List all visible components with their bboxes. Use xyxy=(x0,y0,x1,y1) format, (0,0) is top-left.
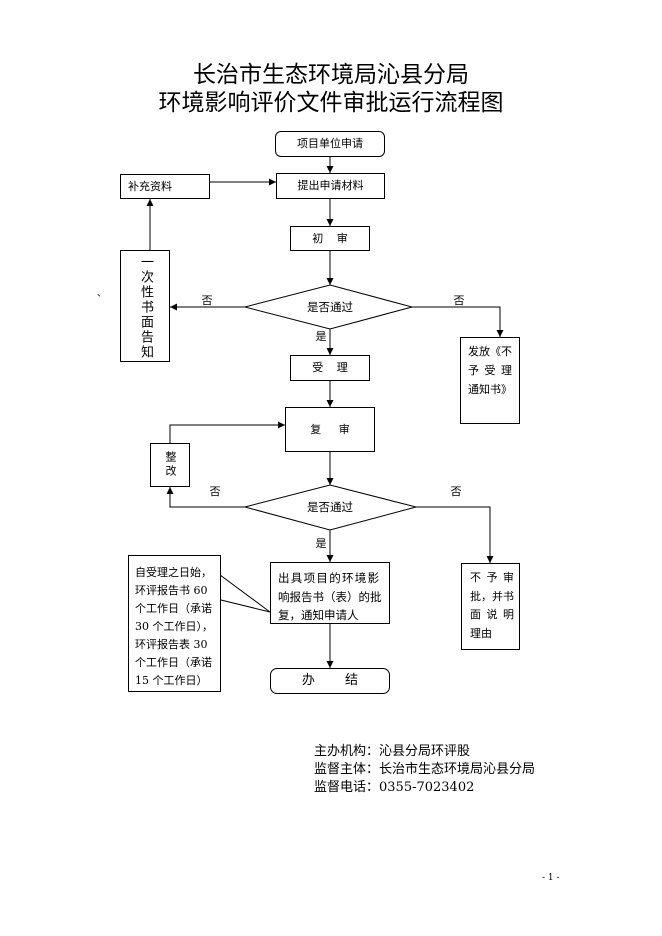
time-limit-line: 15 个工作日） xyxy=(135,674,208,687)
arrow-decision2-to-rectify xyxy=(166,487,245,508)
callout-pointer-lower xyxy=(220,599,271,613)
decision2-diamond xyxy=(243,484,418,531)
arrow-rectify-to-second-review xyxy=(169,421,285,443)
denial-explanation-line: 批，并书 xyxy=(470,589,514,603)
supplement-materials-label: 补充资料 xyxy=(128,179,172,193)
time-limit-line: 自受理之日始， xyxy=(135,566,212,579)
decision2-yes-label: 是 xyxy=(316,537,327,550)
apply-step-box: 项目单位申请 xyxy=(275,131,385,157)
first-review-box: 初 审 xyxy=(290,226,370,251)
rejection-notice-line: 发放《不 xyxy=(468,345,512,358)
approval-issue-line: 响报告书（表）的批 xyxy=(278,589,382,604)
rectify-box: 整改 xyxy=(150,443,190,487)
accept-label: 受 理 xyxy=(312,361,348,374)
rejection-notice-line: 通知书》 xyxy=(468,383,512,396)
stray-mark: 、 xyxy=(97,289,107,299)
footer-phone: 监督电话：0355-7023402 xyxy=(314,780,475,795)
arrow-decision2-to-deny xyxy=(416,506,494,563)
arrow-decision1-to-reject xyxy=(412,306,504,337)
submit-materials-box: 提出申请材料 xyxy=(276,173,385,199)
completion-label: 办 结 xyxy=(301,673,359,688)
time-limit-line: 个工作日（承诺 xyxy=(135,656,212,669)
document-title-line1: 长治市生态环境局沁县分局 xyxy=(193,62,469,88)
submit-materials-label: 提出申请材料 xyxy=(297,179,364,192)
decision2-no-left-label: 否 xyxy=(210,485,221,498)
footer-organizer: 主办机构：沁县分局环评股 xyxy=(314,744,471,759)
callout-pointer-upper xyxy=(215,571,271,613)
completion-box: 办 结 xyxy=(270,668,390,694)
decision2-label: 是否通过 xyxy=(307,500,353,514)
denial-explanation-line: 不 予 审 xyxy=(470,571,514,584)
time-limit-line: 环评报告表 30 xyxy=(135,638,208,651)
denial-explanation-line: 理由 xyxy=(470,626,492,640)
one-time-notice-label: 一次性书面告知 xyxy=(138,255,153,360)
decision1-no-right-label: 否 xyxy=(454,294,465,307)
one-time-notice-box: 一次性书面告知 xyxy=(120,250,170,362)
rejection-notice-line: 予 受 理 xyxy=(468,364,512,377)
page-number: - 1 - xyxy=(542,873,560,883)
approval-issue-line: 复，通知申请人 xyxy=(278,608,359,622)
second-review-box: 复 审 xyxy=(285,407,375,452)
second-review-label: 复 审 xyxy=(310,422,350,436)
time-limit-callout: 自受理之日始， 环评报告书 60 个工作日（承诺 30 个工作日）， 环评报告表… xyxy=(128,555,221,692)
decision1-label: 是否通过 xyxy=(307,300,353,314)
approval-issue-line: 出具项目的环境影 xyxy=(278,571,381,585)
denial-explanation-line: 面 说 明 xyxy=(470,608,514,621)
approval-issue-box: 出具项目的环境影 响报告书（表）的批 复，通知申请人 xyxy=(270,562,390,624)
time-limit-line: 个工作日（承诺 xyxy=(135,602,212,615)
apply-step-label: 项目单位申请 xyxy=(297,137,363,150)
time-limit-line: 环评报告书 60 xyxy=(135,584,208,597)
decision1-yes-label: 是 xyxy=(316,330,327,343)
accept-box: 受 理 xyxy=(290,355,370,381)
decision1-no-left-label: 否 xyxy=(202,294,213,307)
denial-explanation-box: 不 予 审 批，并书 面 说 明 理由 xyxy=(461,563,520,650)
supplement-materials-box: 补充资料 xyxy=(120,174,210,199)
document-title-line2: 环境影响评价文件审批运行流程图 xyxy=(158,90,504,116)
rectify-label: 整改 xyxy=(164,451,177,479)
rejection-notice-box: 发放《不 予 受 理 通知书》 xyxy=(460,337,520,424)
footer-supervisor: 监督主体：长治市生态环境局沁县分局 xyxy=(314,762,536,777)
time-limit-line: 30 个工作日）， xyxy=(135,620,213,633)
first-review-label: 初 审 xyxy=(312,231,348,245)
decision2-no-right-label: 否 xyxy=(451,485,462,498)
decision1-diamond xyxy=(243,284,414,330)
